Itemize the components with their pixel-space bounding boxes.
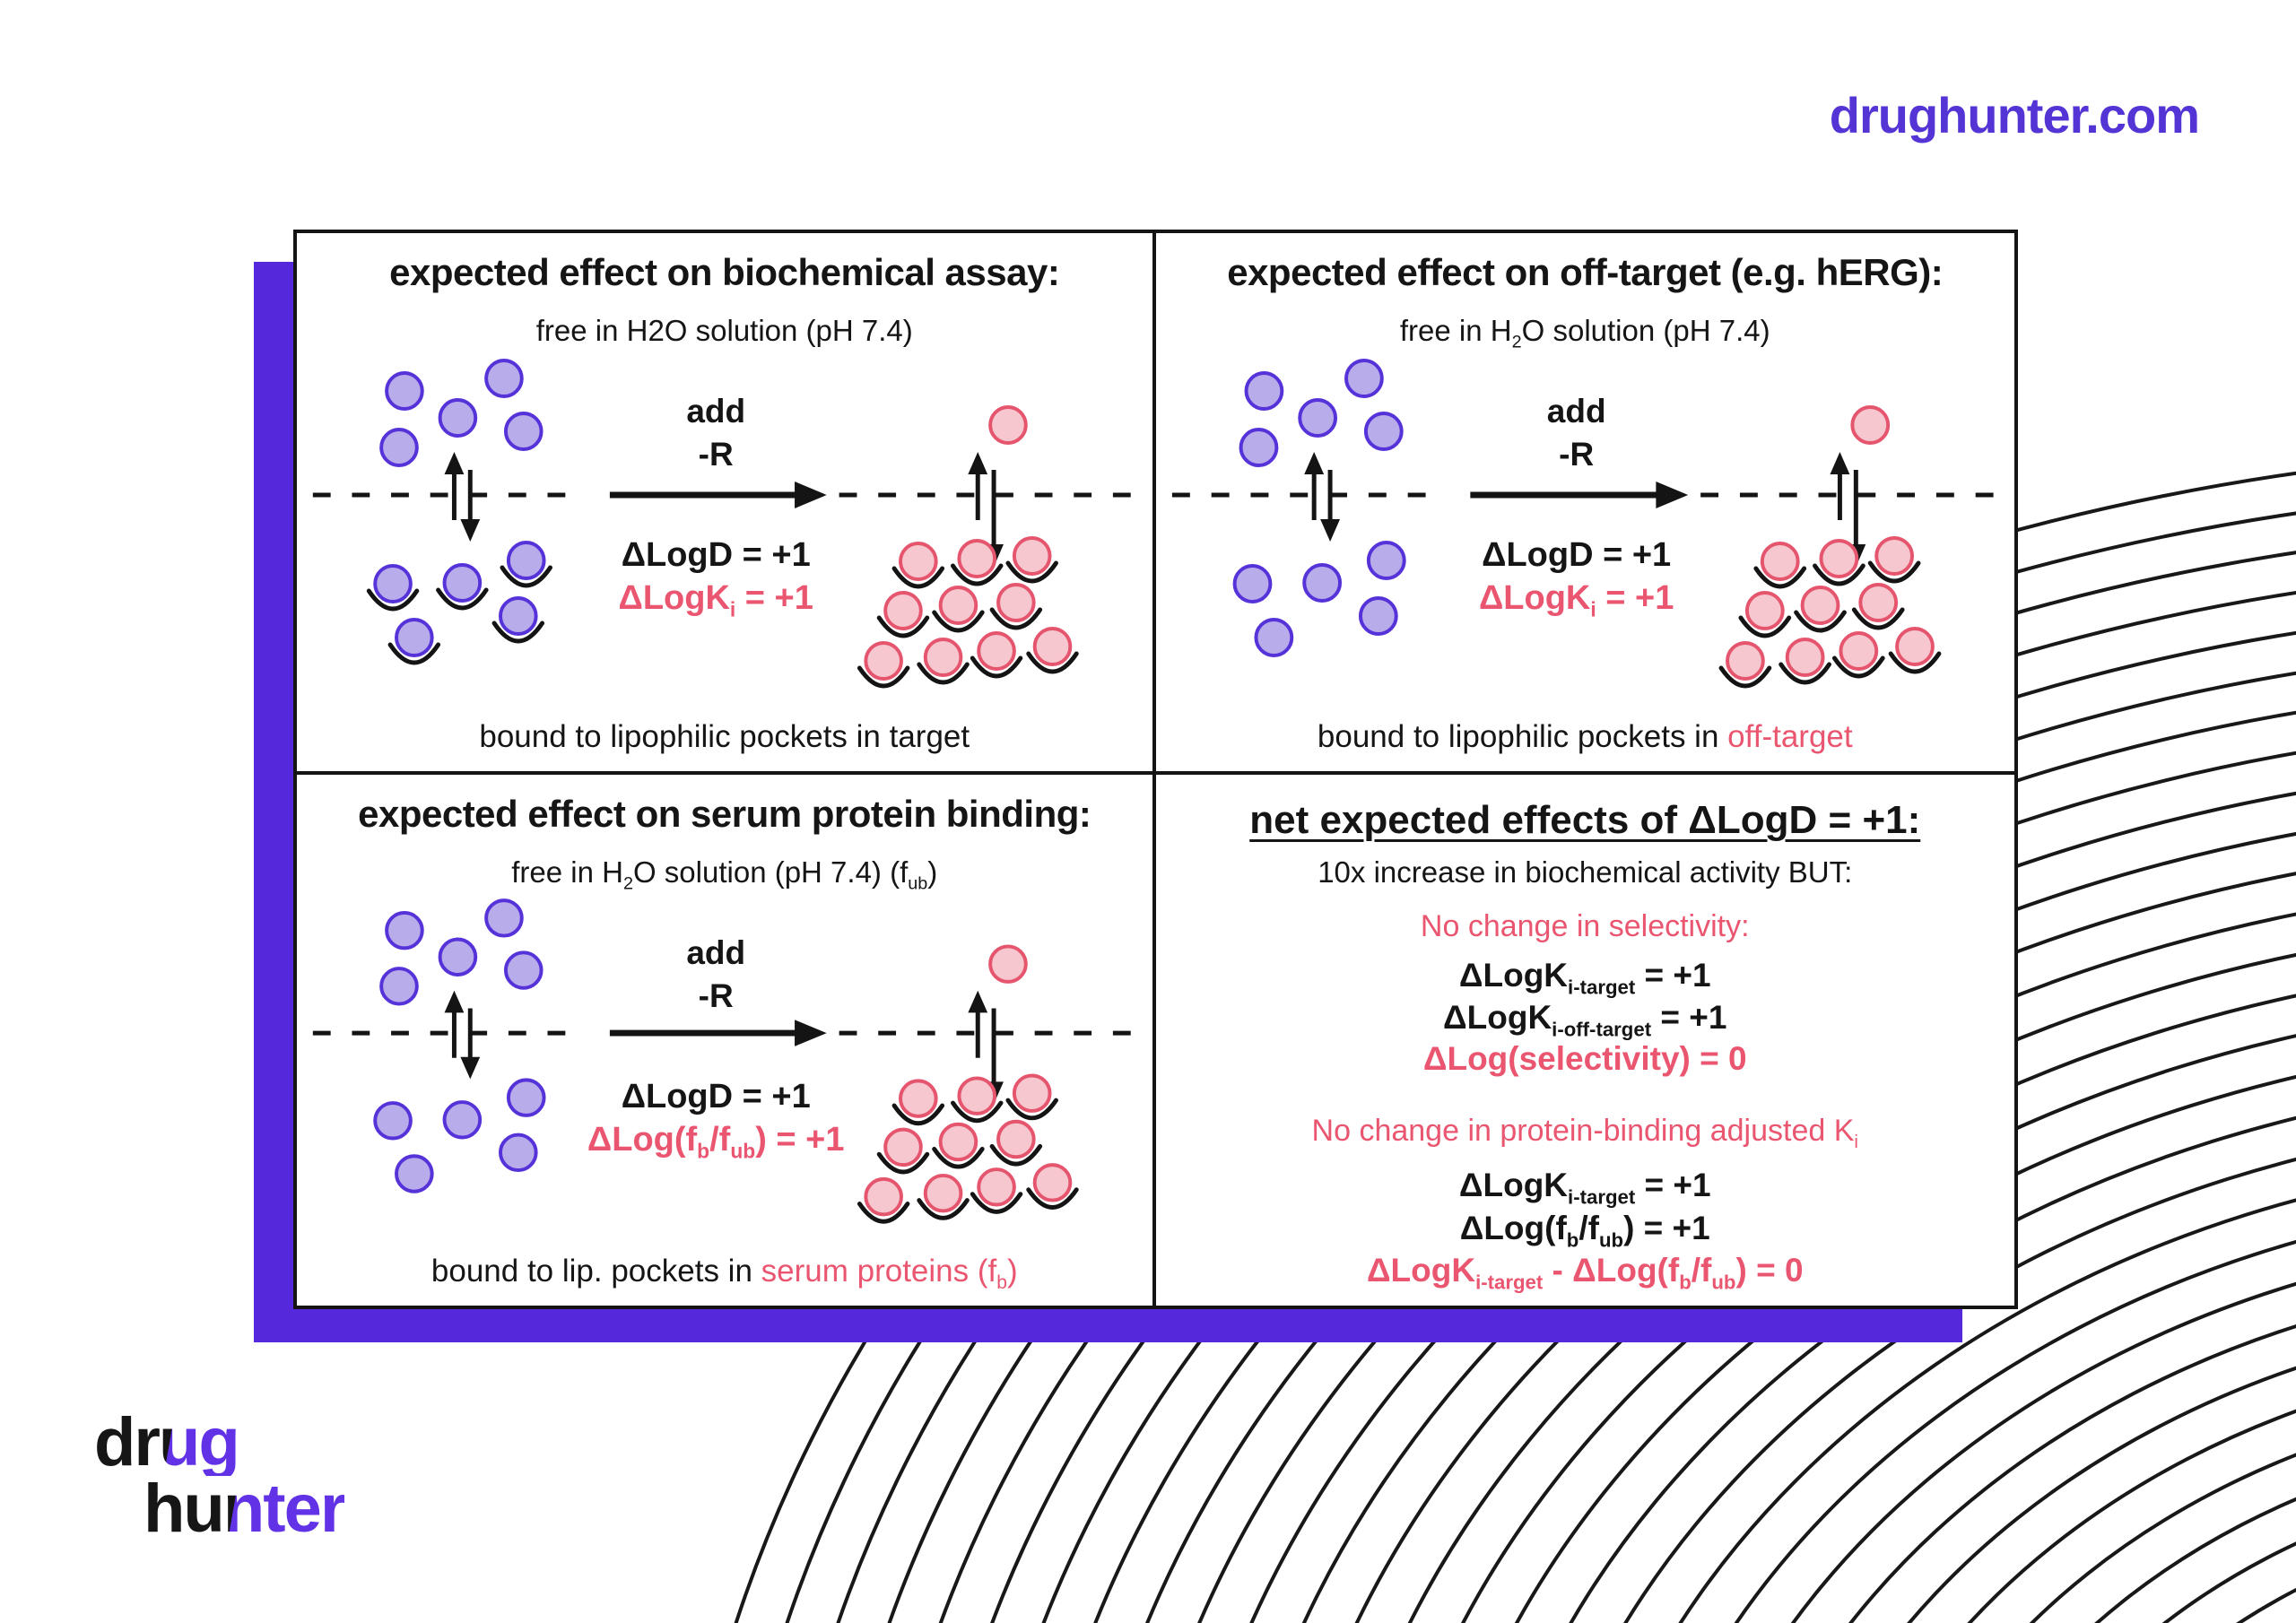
panel-subtitle: free in H2O solution (pH 7.4) xyxy=(535,314,913,347)
logo-line-drug: drug xyxy=(94,1404,240,1480)
panel-biochemical-assay: expected effect on biochemical assay: fr… xyxy=(297,233,1156,775)
drughunter-site-link[interactable]: drughunter.com xyxy=(1829,87,2200,143)
main-panel: expected effect on biochemical assay: fr… xyxy=(293,230,2018,1309)
panel-subtitle: free in H2O solution (pH 7.4) xyxy=(1399,314,1770,352)
pb-eq-target: ΔLogKi-target = +1 xyxy=(1458,1167,1711,1209)
panel-title: expected effect on biochemical assay: xyxy=(389,251,1060,293)
pb-eq-fraction: ΔLog(fb/fub) = +1 xyxy=(1459,1210,1710,1252)
drughunter-logo: drug hunter xyxy=(94,1404,346,1548)
delta-logd-equation: ΔLogD = +1 xyxy=(621,1078,811,1115)
r-group-label: -R xyxy=(698,977,734,1014)
selectivity-header: No change in selectivity: xyxy=(1420,909,1750,943)
off-target-diagram xyxy=(1171,359,2000,689)
net-effects-subtitle: 10x increase in biochemical activity BUT… xyxy=(1318,855,1853,889)
add-label: add xyxy=(1546,393,1606,430)
panel-title: expected effect on serum protein binding… xyxy=(358,793,1091,835)
delta-logd-equation: ΔLogD = +1 xyxy=(1482,536,1672,574)
panel-title: expected effect on off-target (e.g. hERG… xyxy=(1227,251,1944,293)
net-effects-title: net expected effects of ΔLogD = +1: xyxy=(1249,798,1921,842)
delta-logd-equation: ΔLogD = +1 xyxy=(621,536,811,574)
r-group-label: -R xyxy=(698,436,734,473)
delta-logfb-equation: ΔLog(fb/fub) = +1 xyxy=(587,1121,845,1163)
logo-line-hunter: hunter xyxy=(144,1471,346,1548)
panel-net-effects: net expected effects of ΔLogD = +1: 10x … xyxy=(1156,775,2015,1306)
panel-caption: bound to lipophilic pockets in off-targe… xyxy=(1317,719,1853,754)
panel-off-target: expected effect on off-target (e.g. hERG… xyxy=(1155,233,2014,775)
delta-logki-equation: ΔLogKi = +1 xyxy=(618,579,813,621)
panel-serum-protein: expected effect on serum protein binding… xyxy=(297,775,1156,1306)
serum-protein-diagram xyxy=(312,898,1137,1224)
selectivity-eq-result: ΔLog(selectivity) = 0 xyxy=(1422,1040,1747,1077)
panel-caption: bound to lip. pockets in serum proteins … xyxy=(430,1254,1018,1293)
add-label: add xyxy=(686,934,746,971)
selectivity-eq-target: ΔLogKi-target = +1 xyxy=(1458,957,1711,999)
r-group-label: -R xyxy=(1559,436,1595,473)
delta-logki-equation: ΔLogKi = +1 xyxy=(1478,579,1674,621)
protein-binding-header: No change in protein-binding adjusted Ki xyxy=(1311,1114,1858,1152)
biochemical-diagram xyxy=(312,359,1137,689)
selectivity-eq-off-target: ΔLogKi-off-target = +1 xyxy=(1443,999,1727,1041)
pb-eq-result: ΔLogKi-target - ΔLog(fb/fub) = 0 xyxy=(1366,1252,1804,1294)
panel-subtitle: free in H2O solution (pH 7.4) (fub) xyxy=(511,855,938,894)
panel-caption: bound to lipophilic pockets in target xyxy=(479,719,970,754)
add-label: add xyxy=(686,393,746,430)
